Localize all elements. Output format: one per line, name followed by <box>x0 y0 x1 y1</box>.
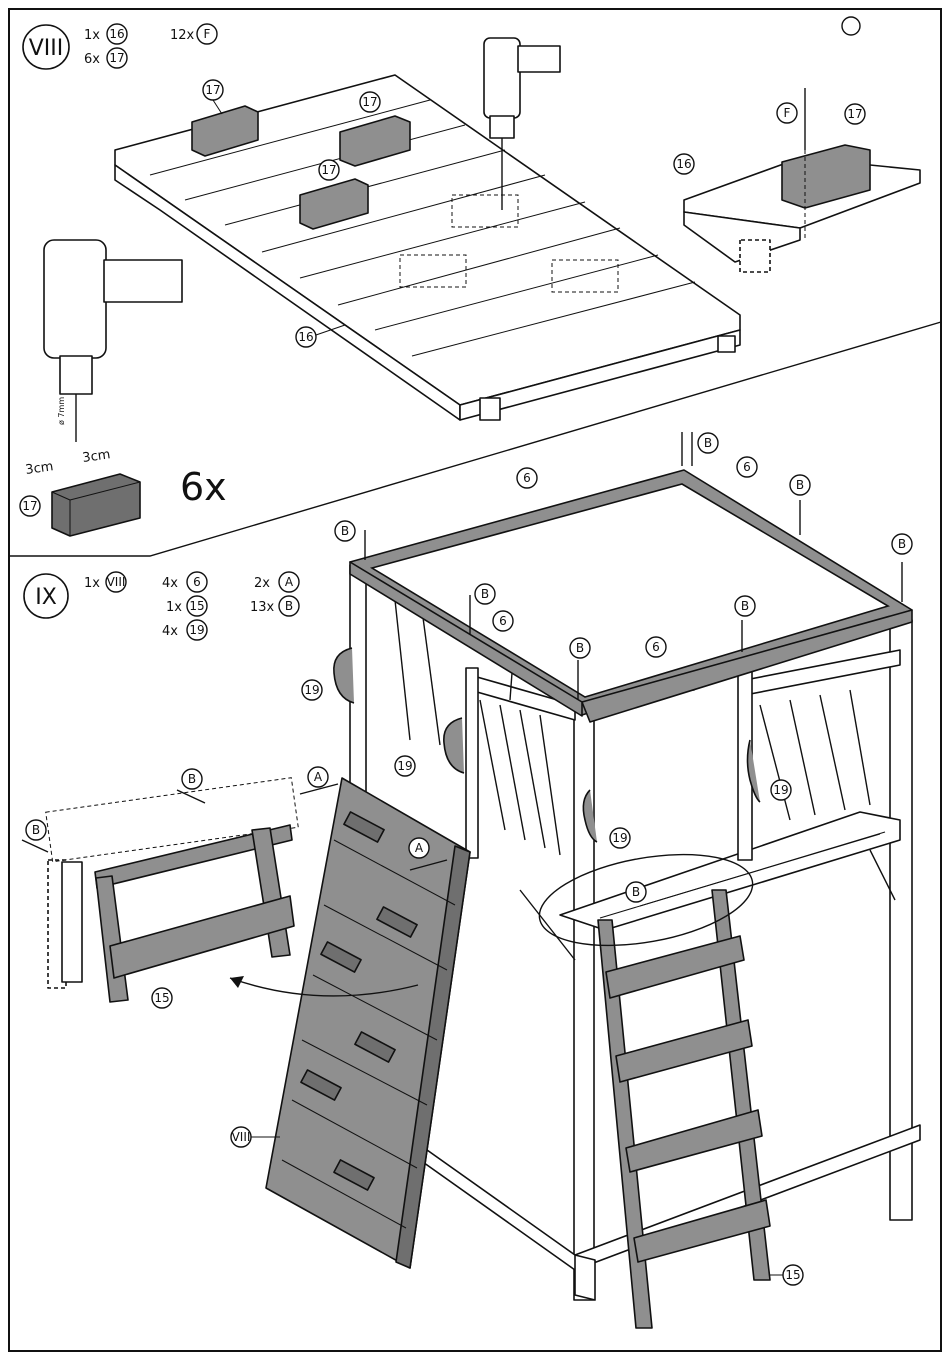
step-9-part-id-4: 19 <box>189 623 204 637</box>
callout-screw-b-10: B <box>632 885 640 899</box>
climbing-wall <box>266 778 470 1268</box>
step-9-part-id-3: 15 <box>189 599 204 613</box>
step-9-header: IX 1x VIII 4x 6 1x 15 4x 19 2x A 13x B <box>24 572 299 640</box>
callout-handle-2: 19 <box>397 759 412 773</box>
step-9-part-id-2: 6 <box>193 575 201 589</box>
step-9-fastener-id-1: A <box>285 575 294 589</box>
step-9-fastener-qty-1: 2x <box>254 576 270 591</box>
callout-screw-b-6: B <box>741 599 749 613</box>
detail-fastener-label: F <box>784 106 791 120</box>
callout-screw-b-5: B <box>481 587 489 601</box>
step-9-part-qty-4: 4x <box>162 624 178 639</box>
step-8-part-id-2: 17 <box>109 51 124 65</box>
callout-screw-b-8: B <box>188 772 196 786</box>
ladder <box>598 890 770 1328</box>
callout-ladder-1: 15 <box>154 991 169 1005</box>
repeat-count: 6x <box>180 465 227 509</box>
callout-block-1: 17 <box>205 83 220 97</box>
step-9-part-qty-3: 1x <box>166 600 182 615</box>
dimension-right: 3cm <box>81 447 111 466</box>
drill-block-label: 17 <box>22 499 37 513</box>
page-marker-circle <box>842 17 860 35</box>
callout-beam-1: 6 <box>523 471 531 485</box>
step-8-fastener-id-1: F <box>204 27 211 41</box>
drill-size-label: ø 7mm <box>57 397 66 425</box>
callout-wall: VIII <box>232 1130 251 1144</box>
callout-platform: 16 <box>298 330 313 344</box>
step-8-part-qty-1: 1x <box>84 28 100 43</box>
step-9-fastener-id-2: B <box>285 599 293 613</box>
drill-icon-left: ø 7mm <box>44 240 182 442</box>
drill-block-17: 17 3cm 3cm <box>20 447 140 536</box>
callout-screw-b-2: B <box>796 478 804 492</box>
step-9-part-qty-1: 1x <box>84 576 100 591</box>
step-9-numeral: IX <box>35 585 57 610</box>
callout-beam-2: 6 <box>743 460 751 474</box>
callout-screw-b-1: B <box>704 436 712 450</box>
callout-screw-b-9: B <box>32 823 40 837</box>
step-8-fastener-qty-1: 12x <box>170 28 195 43</box>
step-8-header: VIII 1x 16 6x 17 12x F <box>23 24 217 69</box>
step-8-part-id-1: 16 <box>109 27 124 41</box>
callout-ladder-2: 15 <box>785 1268 800 1282</box>
callout-beam-3: 6 <box>499 614 507 628</box>
callout-block-3: 17 <box>321 163 336 177</box>
callout-handle-4: 19 <box>612 831 627 845</box>
step-9-part-qty-2: 4x <box>162 576 178 591</box>
callout-block-2: 17 <box>362 95 377 109</box>
detail-platform-label: 16 <box>676 157 691 171</box>
step-8-part-qty-2: 6x <box>84 52 100 67</box>
step-9-part-id-1: VIII <box>107 575 126 589</box>
detail-block-label: 17 <box>847 107 862 121</box>
callout-handle-1: 19 <box>304 683 319 697</box>
step-8-numeral: VIII <box>29 36 64 61</box>
callout-handle-3: 19 <box>773 783 788 797</box>
callout-screw-b-3: B <box>341 524 349 538</box>
callout-screw-b-4: B <box>898 537 906 551</box>
callout-screw-a-2: A <box>415 841 424 855</box>
callout-screw-a-1: A <box>314 770 323 784</box>
detail-connection: F 17 16 <box>674 88 920 272</box>
step-9-fastener-qty-2: 13x <box>250 600 275 615</box>
dimension-left: 3cm <box>24 459 54 478</box>
callout-beam-4: 6 <box>652 640 660 654</box>
callout-screw-b-7: B <box>576 641 584 655</box>
